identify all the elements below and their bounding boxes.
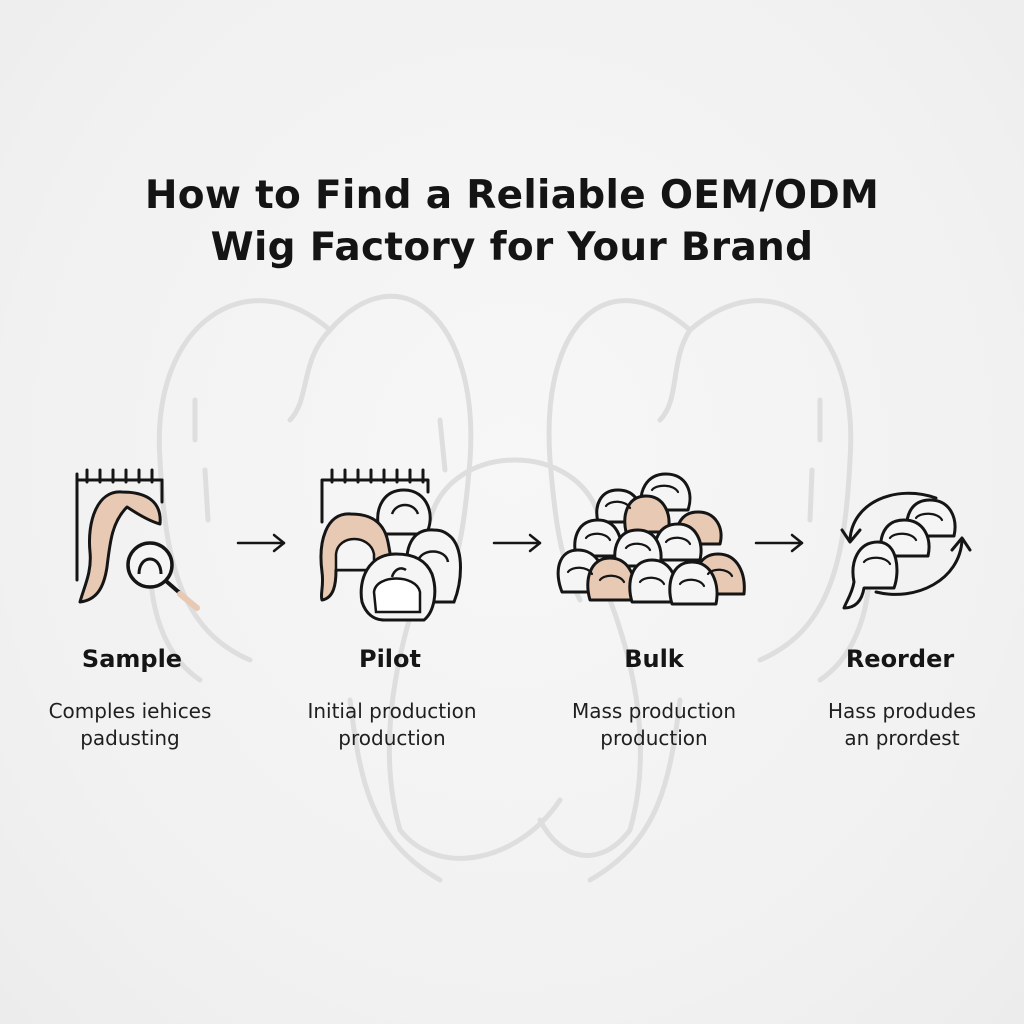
- step-label-bulk: Bulk: [624, 645, 684, 673]
- wig-pile-icon: [556, 472, 746, 606]
- wig-cycle-icon: [840, 491, 972, 610]
- step-desc-pilot: Initial production production: [272, 698, 512, 752]
- page-title: How to Find a Reliable OEM/ODM Wig Facto…: [0, 170, 1024, 274]
- arrow-right-icon: [492, 533, 542, 553]
- arrow-right-icon: [236, 533, 286, 553]
- step-desc-bulk: Mass production production: [534, 698, 774, 752]
- wig-group-calendar-icon: [319, 468, 462, 622]
- step-desc-reorder: Hass produdes an prordest: [782, 698, 1022, 752]
- step-desc-line: Initial production: [307, 699, 477, 723]
- step-desc-line: production: [600, 726, 708, 750]
- title-line-2: Wig Factory for Your Brand: [210, 225, 814, 270]
- step-label-sample: Sample: [81, 645, 183, 673]
- step-desc-line: Comples iehices: [48, 699, 212, 723]
- arrow-right-icon: [754, 533, 804, 553]
- step-label-reorder: Reorder: [845, 645, 955, 673]
- step-desc-line: an prordest: [844, 726, 960, 750]
- wig-magnifier-icon: [75, 468, 200, 611]
- step-desc-line: production: [338, 726, 446, 750]
- step-desc-line: Mass production: [571, 699, 737, 723]
- step-desc-line: padusting: [80, 726, 180, 750]
- step-desc-sample: Comples iehices padusting: [10, 698, 250, 752]
- step-desc-line: Hass produdes: [828, 699, 976, 723]
- step-label-pilot: Pilot: [358, 645, 421, 673]
- title-line-1: How to Find a Reliable OEM/ODM: [144, 173, 880, 218]
